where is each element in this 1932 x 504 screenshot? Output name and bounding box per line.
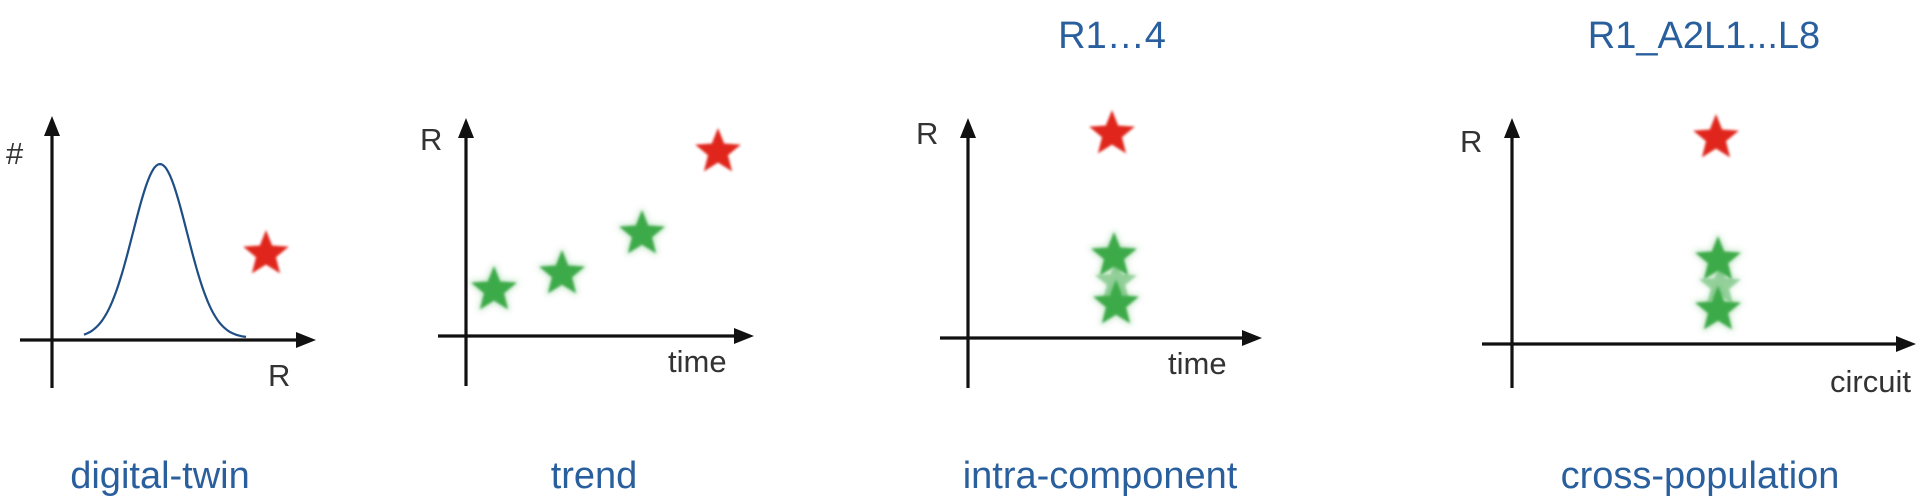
star-icon [471, 266, 517, 310]
star-icon [619, 210, 665, 254]
star-marker-red [1693, 114, 1739, 158]
star-icon [1091, 232, 1137, 276]
star-icon [243, 230, 289, 274]
y-axis [458, 118, 474, 386]
y-axis-label: R [916, 116, 938, 151]
x-axis-label: time [1168, 346, 1227, 381]
panel-caption: digital-twin [70, 455, 250, 497]
star-icon [1699, 264, 1741, 304]
star-icon [539, 250, 585, 294]
panel-caption: intra-component [963, 455, 1238, 497]
y-axis-label: R [420, 122, 442, 157]
panel-cross-population: R1_A2L1...L8 R circuit cross-population [1460, 15, 1916, 497]
star-marker-green [616, 207, 668, 256]
star-marker-green [1692, 233, 1744, 282]
star-marker-red [1089, 110, 1135, 154]
star-marker-green [1088, 229, 1140, 278]
star-icon [1089, 110, 1135, 154]
x-axis-label: time [668, 344, 727, 379]
panel-header: R1…4 [1058, 15, 1166, 57]
panel-caption: trend [551, 455, 638, 497]
star-marker-green [1090, 277, 1142, 326]
panel-header: R1_A2L1...L8 [1588, 15, 1820, 57]
panel-caption: cross-population [1561, 455, 1840, 497]
y-axis-label: R [1460, 124, 1482, 159]
x-axis [940, 330, 1262, 346]
panel-digital-twin: # R digital-twin [6, 116, 316, 497]
x-axis [20, 332, 316, 348]
y-axis [960, 118, 976, 388]
distribution-curve [83, 162, 247, 338]
x-axis [1482, 336, 1916, 352]
star-icon [1693, 114, 1739, 158]
star-marker-red [695, 128, 741, 172]
y-axis-label: # [6, 136, 24, 171]
star-marker-green [468, 263, 520, 312]
x-axis [438, 328, 754, 344]
y-axis [44, 116, 60, 388]
x-axis-label: circuit [1830, 364, 1911, 399]
y-axis [1504, 118, 1520, 388]
star-icon [1093, 280, 1139, 324]
star-marker-green [1692, 283, 1744, 332]
panel-intra-component: R1…4 R time intra-component [916, 15, 1262, 497]
star-marker-green [1696, 261, 1744, 306]
x-axis-label: R [268, 358, 290, 393]
star-marker-green [536, 247, 588, 296]
star-icon [1695, 236, 1741, 280]
panel-trend: R time trend [420, 118, 754, 497]
star-marker-red [243, 230, 289, 274]
star-icon [1695, 286, 1741, 330]
star-icon [695, 128, 741, 172]
